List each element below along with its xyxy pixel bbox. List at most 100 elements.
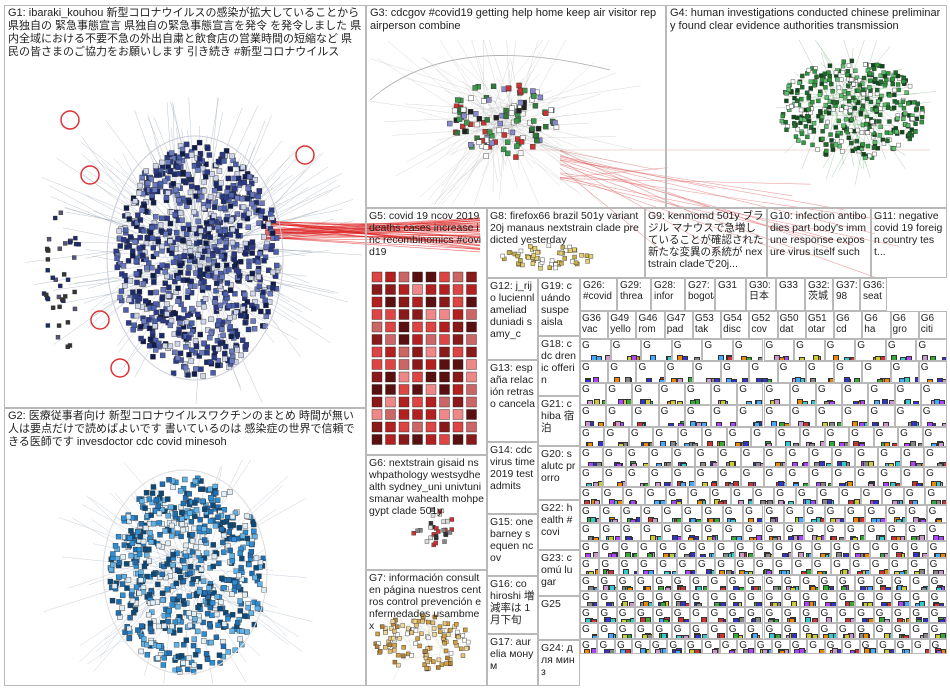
group-panel-g9[interactable]: G9: kenmomd 501y ブラジル マナウスで急増していることが確認され…: [645, 208, 767, 278]
group-panel-g22[interactable]: G22: health #covi: [538, 500, 580, 550]
group-panel-tiny[interactable]: G: [819, 575, 837, 591]
group-panel-tiny[interactable]: G: [580, 575, 598, 591]
group-panel-small[interactable]: G33: [776, 278, 805, 311]
group-panel-small[interactable]: G54 disc: [721, 311, 749, 339]
group-panel-tiny[interactable]: G: [868, 383, 894, 405]
group-panel-tiny[interactable]: G: [886, 505, 906, 523]
group-panel-tiny[interactable]: G: [868, 405, 894, 427]
group-panel-tiny[interactable]: G: [619, 558, 638, 575]
group-panel-tiny[interactable]: G: [649, 447, 672, 467]
group-panel-tiny[interactable]: G: [845, 523, 865, 541]
group-panel-tiny[interactable]: G: [702, 505, 722, 523]
group-panel-tiny[interactable]: G: [889, 558, 908, 575]
group-panel-tiny[interactable]: G: [723, 505, 743, 523]
group-panel-small[interactable]: G47 pad: [665, 311, 693, 339]
group-panel-tiny[interactable]: G: [690, 623, 708, 639]
group-panel-tiny[interactable]: G: [741, 447, 764, 467]
group-panel-tiny[interactable]: G: [682, 505, 702, 523]
group-panel-tiny[interactable]: G: [672, 447, 695, 467]
group-panel-tiny[interactable]: G: [649, 467, 672, 487]
group-panel-tiny[interactable]: G: [702, 523, 722, 541]
group-panel-tiny[interactable]: G: [727, 427, 751, 447]
group-panel-tiny[interactable]: G: [685, 639, 702, 654]
group-panel-small[interactable]: G28: infor: [651, 278, 685, 311]
group-panel-tiny[interactable]: G: [635, 607, 653, 623]
group-panel-tiny[interactable]: G: [708, 623, 726, 639]
group-panel-tiny[interactable]: G: [708, 591, 726, 607]
group-panel-tiny[interactable]: G: [904, 487, 926, 505]
group-panel-g14[interactable]: G14: cdc virus time 2019 test admits: [487, 442, 538, 514]
group-panel-tiny[interactable]: G: [715, 541, 734, 558]
group-panel-tiny[interactable]: G: [855, 591, 873, 607]
group-panel-tiny[interactable]: G: [891, 361, 919, 383]
group-panel-tiny[interactable]: G: [764, 591, 782, 607]
group-panel-tiny[interactable]: G: [927, 505, 947, 523]
group-panel-tiny[interactable]: G: [773, 558, 792, 575]
group-panel-tiny[interactable]: G: [662, 523, 682, 541]
group-panel-tiny[interactable]: G: [753, 487, 775, 505]
group-panel-tiny[interactable]: G: [599, 558, 618, 575]
group-panel-tiny[interactable]: G: [745, 623, 763, 639]
group-panel-tiny[interactable]: G: [925, 487, 947, 505]
group-panel-g13[interactable]: G13: españa relación retraso cancela: [487, 360, 538, 442]
group-panel-tiny[interactable]: G: [635, 575, 653, 591]
group-panel-tiny[interactable]: G: [737, 405, 763, 427]
group-panel-small[interactable]: G6 gro: [891, 311, 919, 339]
group-panel-tiny[interactable]: G: [804, 523, 824, 541]
group-panel-small[interactable]: G32: 茨城: [805, 278, 833, 311]
group-panel-g1[interactable]: G1: ibaraki_kouhou 新型コロナウイルスの感染が拡大していること…: [4, 5, 366, 408]
group-panel-tiny[interactable]: G: [930, 639, 947, 654]
group-panel-tiny[interactable]: G: [790, 639, 807, 654]
group-panel-tiny[interactable]: G: [886, 339, 917, 361]
group-panel-tiny[interactable]: G: [598, 591, 616, 607]
group-panel-tiny[interactable]: G: [723, 523, 743, 541]
group-panel-g21[interactable]: G21: chiba 宿泊: [538, 396, 580, 446]
group-panel-tiny[interactable]: G: [906, 523, 926, 541]
group-panel-tiny[interactable]: G: [800, 607, 818, 623]
group-panel-tiny[interactable]: G: [776, 427, 800, 447]
group-panel-tiny[interactable]: G: [865, 523, 885, 541]
group-panel-tiny[interactable]: G: [764, 575, 782, 591]
group-panel-tiny[interactable]: G: [807, 639, 824, 654]
group-panel-small[interactable]: G31: [715, 278, 746, 311]
group-panel-tiny[interactable]: G: [696, 541, 715, 558]
group-panel-tiny[interactable]: G: [773, 541, 792, 558]
group-panel-tiny[interactable]: G: [617, 623, 635, 639]
group-panel-tiny[interactable]: G: [870, 558, 889, 575]
group-panel-g20[interactable]: G20: salutc prorro: [538, 446, 580, 500]
group-panel-tiny[interactable]: G: [672, 467, 695, 487]
group-panel-tiny[interactable]: G: [662, 505, 682, 523]
group-panel-tiny[interactable]: G: [804, 505, 824, 523]
group-panel-tiny[interactable]: G: [638, 558, 657, 575]
group-panel-tiny[interactable]: G: [702, 427, 726, 447]
group-panel-tiny[interactable]: G: [617, 607, 635, 623]
group-panel-tiny[interactable]: G: [702, 339, 733, 361]
group-panel-tiny[interactable]: G: [580, 383, 606, 405]
group-panel-tiny[interactable]: G: [733, 339, 764, 361]
group-panel-tiny[interactable]: G: [615, 639, 632, 654]
group-panel-tiny[interactable]: G: [657, 541, 676, 558]
group-panel-g11[interactable]: G11: negative covid 19 foreign country t…: [871, 208, 947, 278]
group-panel-tiny[interactable]: G: [721, 361, 749, 383]
group-panel-tiny[interactable]: G: [834, 361, 862, 383]
group-panel-tiny[interactable]: G: [764, 505, 784, 523]
group-panel-g18[interactable]: G18: cdc drenic offerin: [538, 336, 580, 396]
group-panel-tiny[interactable]: G: [755, 639, 772, 654]
group-panel-tiny[interactable]: G: [600, 523, 620, 541]
group-panel-tiny[interactable]: G: [621, 523, 641, 541]
group-panel-tiny[interactable]: G: [720, 639, 737, 654]
group-panel-tiny[interactable]: G: [657, 558, 676, 575]
group-panel-tiny[interactable]: G: [782, 623, 800, 639]
group-panel-tiny[interactable]: G: [855, 467, 878, 487]
group-panel-tiny[interactable]: G: [653, 427, 677, 447]
group-panel-tiny[interactable]: G: [764, 447, 787, 467]
group-panel-tiny[interactable]: G: [659, 405, 685, 427]
group-panel-tiny[interactable]: G: [645, 487, 667, 505]
group-panel-tiny[interactable]: G: [806, 361, 834, 383]
group-panel-tiny[interactable]: G: [786, 447, 809, 467]
group-panel-tiny[interactable]: G: [690, 607, 708, 623]
group-panel-tiny[interactable]: G: [580, 405, 606, 427]
group-panel-tiny[interactable]: G: [672, 623, 690, 639]
group-panel-tiny[interactable]: G: [855, 607, 873, 623]
group-panel-tiny[interactable]: G: [745, 607, 763, 623]
